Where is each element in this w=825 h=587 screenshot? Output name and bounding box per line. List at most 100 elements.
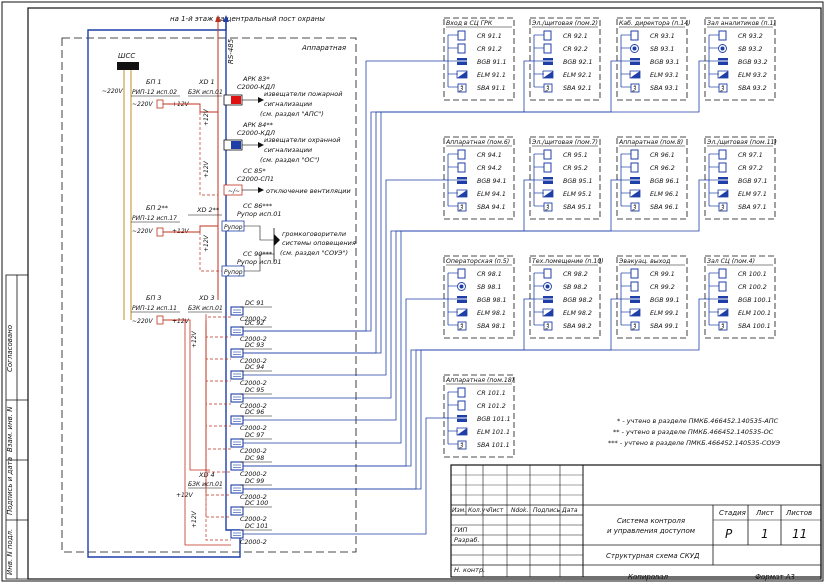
room-device-label: ELM 96.1 [650, 191, 679, 198]
tb-system-line1: Система контроля [617, 517, 685, 525]
room-device-label: ELM 97.1 [738, 191, 767, 198]
room-device-label: BGB 93.1 [650, 59, 680, 66]
room-device-label: BGB 95.1 [563, 178, 593, 185]
svg-text:Ѯ: Ѯ [632, 204, 637, 212]
room-device-label: ELM 99.1 [650, 310, 679, 317]
stamp-sign-date: Подпись и дата [6, 457, 14, 515]
controller-room-wire [243, 417, 448, 535]
room-title: Эвакуац. выход [618, 258, 670, 265]
room-device-label: CR 95.2 [563, 165, 588, 172]
room-device-label: CR 101.1 [477, 390, 506, 397]
tb-system-line2: и управления доступом [607, 527, 696, 535]
button-icon [543, 282, 552, 291]
room-title: Вход в СЦ ГРК [446, 20, 493, 27]
shss-cabinet [117, 62, 139, 70]
room-title: Аппаратная (пом.6) [445, 139, 510, 146]
room-device-label: SBA 92.1 [563, 85, 592, 92]
room-device-label: SB 98.1 [477, 284, 501, 291]
controller-device [230, 306, 244, 316]
room-border [704, 255, 776, 339]
room-device-label: SBA 91.1 [477, 85, 506, 92]
reader-icon [718, 281, 727, 292]
room-device-label: SBA 93.1 [650, 85, 679, 92]
arrow-up-icon [215, 15, 221, 22]
rs485-label: RS-485 [227, 38, 235, 64]
v12-label: +12V [203, 108, 210, 126]
rs485-bus [87, 22, 241, 558]
reader-icon [543, 268, 552, 279]
lock-icon [630, 58, 640, 65]
exit-button-icon: Ѯ [718, 202, 728, 212]
room-device-label: CR 100.1 [738, 271, 767, 278]
rupor-90-text: Рупор [224, 269, 243, 276]
xd3-model: БЗК исп.01 [188, 305, 223, 312]
svg-text:Ѯ: Ѯ [459, 323, 464, 331]
room-border [443, 374, 515, 458]
room-device-label: CR 94.2 [477, 165, 502, 172]
button-icon [630, 44, 639, 53]
room-device-label: SBA 99.1 [650, 323, 679, 330]
room-border [704, 136, 776, 220]
room-device-label: BGB 91.1 [477, 59, 507, 66]
tb-col-sign: Подпись [533, 507, 560, 514]
room-border [616, 17, 688, 101]
note-soue: *** - учтено в разделе ПМКБ.466452.14053… [608, 439, 780, 447]
reader-icon [457, 387, 466, 398]
svg-text:Ѯ: Ѯ [545, 323, 550, 331]
room-title: Зал СЦ (пом.4) [707, 258, 755, 265]
bp2-model: РИП-12 исп.17 [132, 215, 177, 222]
reader-icon [457, 400, 466, 411]
tb-sheet-header: Лист [755, 509, 775, 517]
ark84-model: С2000-КДЛ [237, 129, 275, 137]
room-device-label: CR 101.2 [477, 403, 506, 410]
room-device-label: CR 98.1 [477, 271, 502, 278]
bp2-unit [156, 227, 164, 237]
reader-icon [718, 149, 727, 160]
room-device-label: ELM 95.1 [563, 191, 592, 198]
controller-model: С2000-2 [240, 471, 267, 478]
room-device-label: CR 93.1 [650, 33, 675, 40]
controller-model: С2000-2 [240, 403, 267, 410]
tb-col-ndok: Ndok. [511, 507, 528, 514]
svg-text:Ѯ: Ѯ [632, 323, 637, 331]
magnet-icon [542, 70, 554, 79]
ark83-model: С2000-КДЛ [237, 83, 275, 91]
room-border [616, 255, 688, 339]
room-device-label: CR 92.1 [563, 33, 588, 40]
room-device-label: ELM 98.1 [477, 310, 506, 317]
format-label: Формат А3 [755, 573, 795, 581]
vent-off-label: отключение вентиляции [266, 187, 351, 195]
room-border [704, 17, 776, 101]
room-border [443, 17, 515, 101]
exit-button-icon: Ѯ [718, 321, 728, 331]
lock-icon [543, 296, 553, 303]
room-title: Тех.помещение (п.10) [532, 258, 604, 265]
tb-col-koluch: Кол.уч [468, 507, 489, 514]
room-device-label: BGB 97.1 [738, 178, 768, 185]
lock-icon [457, 177, 467, 184]
room-title: Эл./щитовая (пом.2) [531, 20, 598, 27]
v12-label-2: +12V [203, 160, 210, 178]
magnet-icon [542, 308, 554, 317]
fire-det-line1: извещатели пожарной [264, 90, 343, 98]
svg-text:Ѯ: Ѯ [720, 323, 725, 331]
stamp-approved: Согласовано [6, 325, 14, 372]
room-device-label: CR 97.1 [738, 152, 763, 159]
lock-icon [630, 296, 640, 303]
controller-device [230, 415, 244, 425]
room-device-label: SBA 97.1 [738, 204, 767, 211]
bp2-label: БП 2** [146, 204, 169, 212]
reader-icon [718, 30, 727, 41]
tb-role-norm: Н. контр. [454, 566, 485, 574]
